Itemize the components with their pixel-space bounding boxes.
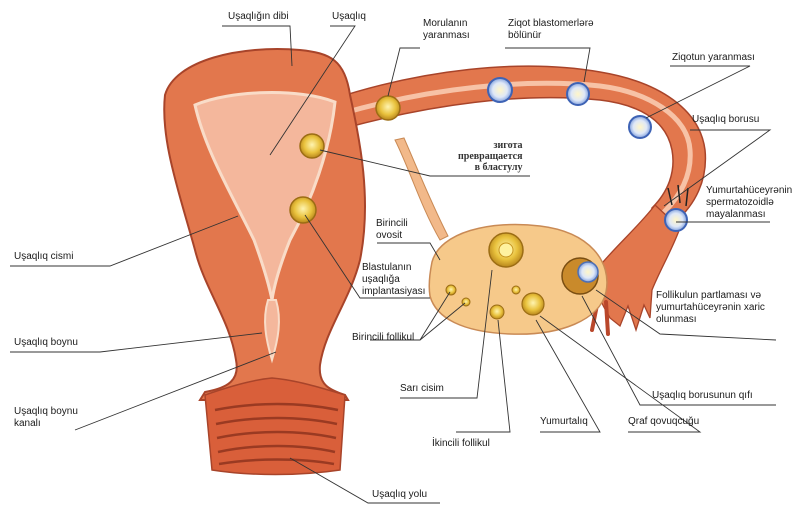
zygote	[628, 115, 652, 139]
label-follicle-rupture: Follikulun partlaması və yumurtahüceyrən…	[656, 290, 765, 325]
primary-follicle-a	[445, 284, 457, 296]
label-primary-follicle: Birincili follikul	[352, 332, 415, 343]
sperm-cells	[667, 184, 689, 207]
label-infundibulum: Uşaqlıq borusunun qıfı	[652, 390, 753, 401]
ovarian-ligament	[394, 137, 449, 241]
ovulated-egg	[577, 261, 599, 283]
label-primary-oocyte: Birincili ovosit	[376, 218, 408, 241]
vagina	[204, 377, 346, 476]
label-tube: Uşaqlıq borusu	[692, 114, 760, 125]
corpus-luteum	[521, 292, 545, 316]
label-zygote-formation: Ziqotun yaranması	[672, 52, 755, 63]
label-fundus: Uşaqlığın dibi	[228, 11, 289, 22]
oocyte-core	[498, 242, 514, 258]
vaginal-rugae	[214, 402, 339, 466]
label-cervical-canal: Uşaqlıq boynu kanalı	[14, 406, 78, 429]
label-body: Uşaqlıq cismi	[14, 251, 74, 262]
label-uterus: Uşaqlıq	[332, 11, 366, 22]
label-implantation: Blastulanın uşaqlığa implantasiyası	[362, 262, 426, 297]
cervical-canal	[264, 299, 280, 364]
secondary-follicle	[489, 304, 505, 320]
ovary	[428, 223, 608, 335]
label-zygote-division: Ziqot blastomerlərə bölünür	[508, 18, 594, 41]
leader-lines	[10, 25, 777, 504]
label-blastocyst-ru: зигота превращается в бластулу	[458, 140, 523, 173]
label-vagina: Uşaqlıq yolu	[372, 489, 428, 500]
label-graafian: Qraf qovuqcuğu	[628, 416, 700, 427]
ovary-follicle-c	[511, 285, 521, 295]
fertilized-egg	[664, 208, 688, 232]
blastocyst	[299, 133, 325, 159]
label-secondary-follicle: İkincili follikul	[432, 438, 490, 449]
label-corpus-luteum: Sarı cisim	[400, 383, 444, 394]
label-fertilization: Yumurtahüceyrənin spermatozoidlə mayalan…	[706, 185, 793, 220]
label-ovary: Yumurtalıq	[540, 416, 588, 427]
label-cervix: Uşaqlıq boynu	[14, 337, 78, 348]
implanting-blastula	[289, 196, 317, 224]
label-morula: Morulanın yaranması	[423, 18, 470, 41]
tube-lumen	[337, 80, 693, 215]
zygote-dividing-b	[566, 82, 590, 106]
morula	[375, 95, 401, 121]
zygote-dividing-a	[487, 77, 513, 103]
